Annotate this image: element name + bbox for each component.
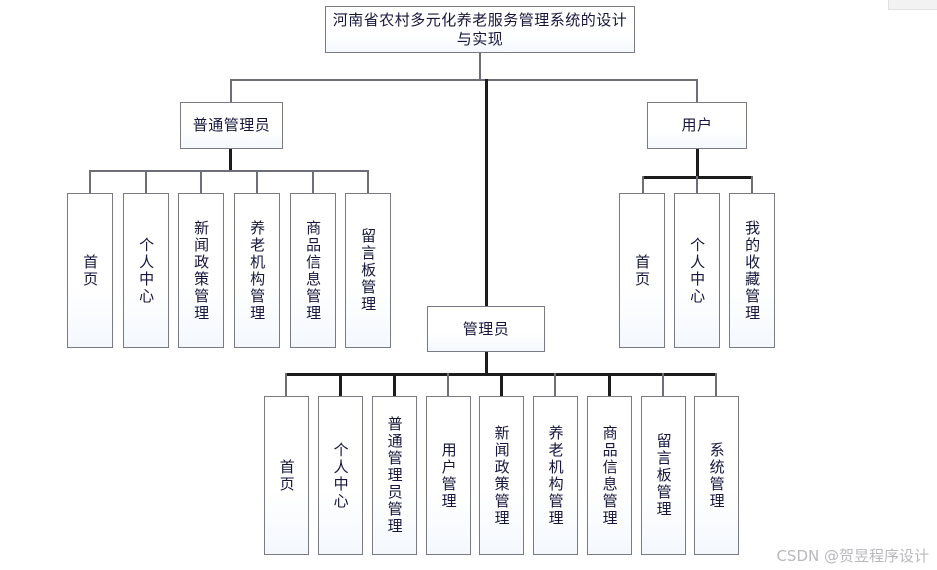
- leaf-node-ordinary-admin-5-label: 商品信息管理: [304, 219, 323, 322]
- leaf-node-admin-8[interactable]: 留言板管理: [641, 396, 686, 555]
- connector-user-drop-1: [642, 176, 644, 193]
- connector-ordinary-admin-bus: [89, 170, 369, 172]
- leaf-node-user-3[interactable]: 我的收藏管理: [729, 193, 775, 348]
- leaf-node-admin-1-label: 首页: [277, 458, 296, 493]
- connector-ordinary-admin-drop-2: [145, 170, 147, 193]
- watermark-csdn: CSDN @贺昱程序设计: [776, 547, 929, 565]
- leaf-node-ordinary-admin-3[interactable]: 新闻政策管理: [178, 193, 224, 348]
- leaf-node-user-2-label: 个人中心: [688, 236, 707, 305]
- connector-bus-to-user: [696, 79, 698, 102]
- leaf-node-ordinary-admin-2[interactable]: 个人中心: [123, 193, 169, 348]
- role-node-user-label: 用户: [681, 116, 713, 135]
- connector-bus-to-ordinary-admin: [230, 79, 232, 102]
- connector-admin-drop-2: [339, 373, 342, 396]
- connector-ordinary-admin-drop-5: [312, 170, 314, 193]
- leaf-node-admin-2-label: 个人中心: [331, 441, 350, 510]
- leaf-node-admin-7-label: 商品信息管理: [600, 424, 619, 527]
- connector-admin-drop-9: [715, 373, 717, 396]
- connector-ordinary-admin-drop-1: [89, 170, 91, 193]
- connector-ordinary-admin-drop-6: [367, 170, 369, 193]
- leaf-node-user-1-label: 首页: [633, 253, 652, 288]
- leaf-node-ordinary-admin-2-label: 个人中心: [137, 236, 156, 305]
- leaf-node-admin-8-label: 留言板管理: [654, 433, 673, 518]
- connector-ordinary-admin-stem: [229, 149, 232, 171]
- connector-admin-drop-3: [393, 373, 396, 396]
- leaf-node-admin-6[interactable]: 养老机构管理: [533, 396, 578, 555]
- connector-root-stem: [479, 53, 481, 80]
- leaf-node-ordinary-admin-6[interactable]: 留言板管理: [345, 193, 391, 348]
- connector-admin-drop-7: [608, 373, 611, 396]
- leaf-node-admin-4-label: 用户管理: [439, 441, 458, 510]
- role-node-ordinary-admin[interactable]: 普通管理员: [180, 102, 283, 149]
- leaf-node-ordinary-admin-1-label: 首页: [81, 253, 100, 288]
- corner-artifact: [888, 0, 937, 10]
- root-node-label: 河南省农村多元化养老服务管理系统的设计与实现: [332, 11, 628, 48]
- leaf-node-admin-3[interactable]: 普通管理员管理: [372, 396, 417, 555]
- leaf-node-user-2[interactable]: 个人中心: [674, 193, 720, 348]
- role-node-admin-label: 管理员: [462, 319, 510, 338]
- root-node-system-title[interactable]: 河南省农村多元化养老服务管理系统的设计与实现: [325, 6, 635, 53]
- leaf-node-admin-1[interactable]: 首页: [264, 396, 309, 555]
- leaf-node-admin-2[interactable]: 个人中心: [318, 396, 363, 555]
- role-node-ordinary-admin-label: 普通管理员: [192, 116, 271, 135]
- connector-ordinary-admin-drop-4: [256, 170, 258, 193]
- connector-admin-drop-4: [447, 373, 449, 396]
- connector-user-drop-3: [751, 176, 753, 193]
- connector-user-stem: [696, 149, 699, 177]
- connector-admin-drop-5: [500, 373, 503, 396]
- leaf-node-admin-9-label: 系统管理: [707, 441, 726, 510]
- connector-admin-stem: [485, 352, 488, 375]
- leaf-node-admin-6-label: 养老机构管理: [546, 424, 565, 527]
- leaf-node-ordinary-admin-1[interactable]: 首页: [67, 193, 113, 348]
- leaf-node-ordinary-admin-4-label: 养老机构管理: [248, 219, 267, 322]
- leaf-node-admin-4[interactable]: 用户管理: [426, 396, 471, 555]
- leaf-node-ordinary-admin-3-label: 新闻政策管理: [192, 219, 211, 322]
- leaf-node-admin-3-label: 普通管理员管理: [385, 416, 404, 535]
- connector-bus-to-admin: [485, 79, 488, 306]
- connector-admin-drop-8: [662, 373, 664, 396]
- connector-user-drop-2: [696, 176, 698, 193]
- leaf-node-user-3-label: 我的收藏管理: [743, 219, 762, 322]
- role-node-user[interactable]: 用户: [647, 102, 747, 149]
- leaf-node-user-1[interactable]: 首页: [619, 193, 665, 348]
- connector-admin-drop-6: [554, 373, 556, 396]
- connector-ordinary-admin-drop-3: [200, 170, 202, 193]
- role-node-admin[interactable]: 管理员: [427, 306, 545, 352]
- leaf-node-admin-5-label: 新闻政策管理: [492, 424, 511, 527]
- leaf-node-admin-5[interactable]: 新闻政策管理: [479, 396, 524, 555]
- leaf-node-ordinary-admin-4[interactable]: 养老机构管理: [234, 193, 280, 348]
- connector-admin-drop-1: [285, 373, 287, 396]
- connector-main-bus: [230, 79, 698, 81]
- leaf-node-ordinary-admin-5[interactable]: 商品信息管理: [290, 193, 336, 348]
- leaf-node-admin-7[interactable]: 商品信息管理: [587, 396, 632, 555]
- leaf-node-admin-9[interactable]: 系统管理: [694, 396, 739, 555]
- leaf-node-ordinary-admin-6-label: 留言板管理: [359, 228, 378, 313]
